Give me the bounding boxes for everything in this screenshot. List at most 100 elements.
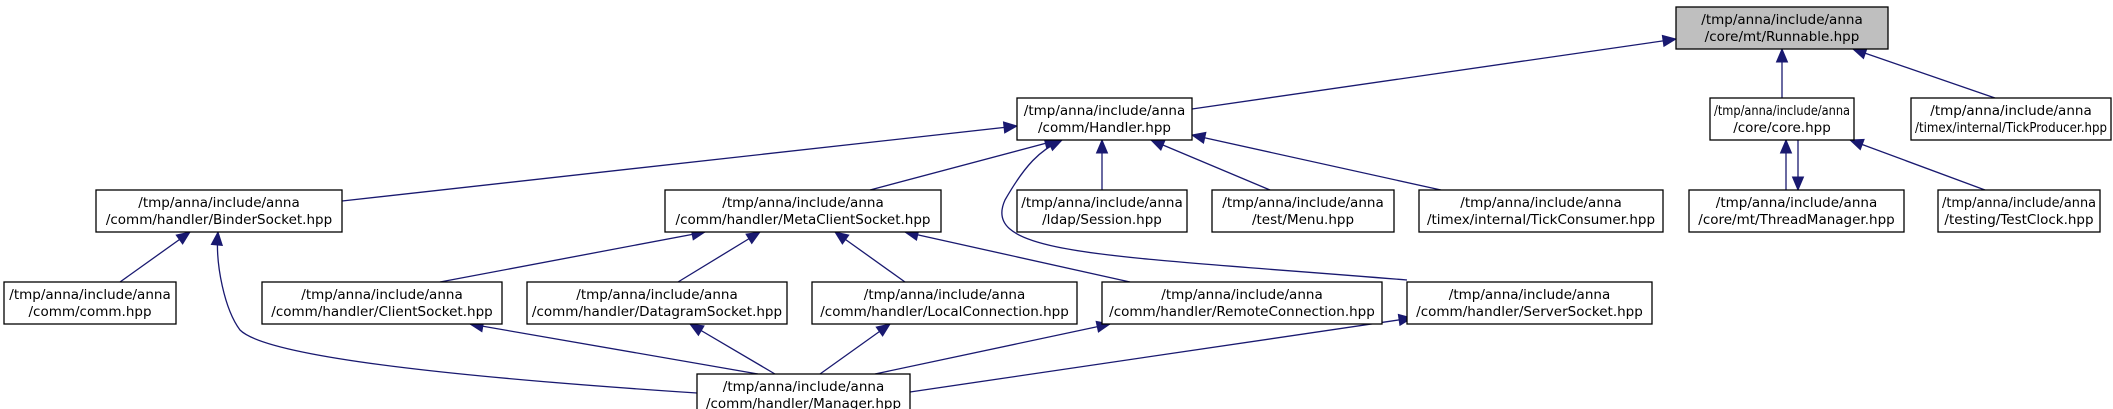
file-box[interactable]	[664, 189, 942, 233]
arrowhead-icon	[1661, 34, 1678, 48]
node-label-line1: /tmp/anna/include/anna	[1701, 12, 1862, 28]
file-box[interactable]	[261, 281, 503, 325]
node-label-line1: /tmp/anna/include/anna	[1942, 195, 2096, 211]
file-box[interactable]	[1910, 97, 2112, 141]
edge-core-to-threadmanager	[1791, 140, 1805, 192]
node-label-line1: /tmp/anna/include/anna	[864, 287, 1025, 303]
node-label-line1: /tmp/anna/include/anna	[576, 287, 737, 303]
node-label-line1: /tmp/anna/include/anna	[9, 287, 170, 303]
edge-line	[1849, 139, 1986, 191]
file-box[interactable]	[3, 281, 177, 325]
file-box[interactable]	[811, 281, 1078, 325]
edge-line	[1001, 139, 1408, 281]
node-label-line2: /comm/handler/ServerSocket.hpp	[1416, 304, 1643, 320]
node-label-line1: /tmp/anna/include/anna	[138, 195, 299, 211]
edge-tickproducer-to-runnable	[1851, 47, 1996, 99]
edge-manager-to-clientsocket	[468, 320, 759, 375]
node-label-line2: /timex/internal/TickConsumer.hpp	[1427, 212, 1655, 228]
arrowhead-icon	[1775, 47, 1789, 63]
node-localconnection[interactable]: /tmp/anna/include/anna/comm/handler/Loca…	[811, 281, 1078, 325]
arrowhead-icon	[1149, 139, 1166, 151]
edge-ldapsession-to-handler	[1095, 138, 1109, 190]
current-file-box[interactable]	[1675, 6, 1889, 50]
node-label-line2: /testing/TestClock.hpp	[1944, 212, 2093, 228]
node-label-line1: /tmp/anna/include/anna	[1222, 195, 1383, 211]
file-box[interactable]	[95, 189, 343, 233]
edge-manager-to-datagramsocket	[688, 323, 776, 375]
node-label-line2: /comm/handler/MetaClientSocket.hpp	[676, 212, 931, 228]
node-handler[interactable]: /tmp/anna/include/anna/comm/Handler.hpp	[1016, 97, 1193, 141]
file-box[interactable]	[1406, 281, 1653, 325]
edge-manager-to-remoteconnection	[874, 320, 1112, 375]
edge-line	[1191, 134, 1442, 191]
node-ldapsession[interactable]: /tmp/anna/include/anna/ldap/Session.hpp	[1016, 189, 1188, 233]
file-box[interactable]	[1016, 189, 1188, 233]
arrowhead-icon	[210, 230, 224, 247]
node-label-line1: /tmp/anna/include/anna	[1714, 103, 1850, 119]
file-box[interactable]	[1688, 189, 1905, 233]
edge-line	[869, 139, 1059, 191]
edge-tickconsumer-to-handler	[1190, 131, 1442, 191]
node-threadmanager[interactable]: /tmp/anna/include/anna/core/mt/ThreadMan…	[1688, 189, 1905, 233]
node-label-line2: /comm/handler/Manager.hpp	[706, 396, 901, 409]
file-box[interactable]	[1101, 281, 1383, 325]
node-label-line2: /comm/handler/ClientSocket.hpp	[271, 304, 492, 320]
file-box[interactable]	[696, 373, 911, 409]
node-label-line1: /tmp/anna/include/anna	[1161, 287, 1322, 303]
arrowhead-icon	[175, 231, 192, 245]
file-box[interactable]	[1709, 97, 1855, 141]
edge-line	[689, 323, 776, 375]
arrowhead-icon	[1848, 138, 1865, 151]
edge-line	[341, 125, 1018, 202]
node-manager[interactable]: /tmp/anna/include/anna/comm/handler/Mana…	[696, 373, 911, 409]
file-box[interactable]	[1418, 189, 1664, 233]
node-tickconsumer[interactable]: /tmp/anna/include/anna/timex/internal/Ti…	[1418, 189, 1664, 233]
node-tickproducer[interactable]: /tmp/anna/include/anna/timex/internal/Ti…	[1910, 97, 2112, 141]
node-label-line2: /timex/internal/TickProducer.hpp	[1915, 120, 2107, 136]
node-testmenu[interactable]: /tmp/anna/include/anna/test/Menu.hpp	[1211, 189, 1395, 233]
node-label-line1: /tmp/anna/include/anna	[723, 379, 884, 395]
node-metaclientsocket[interactable]: /tmp/anna/include/anna/comm/handler/Meta…	[664, 189, 942, 233]
node-label-line2: /test/Menu.hpp	[1252, 212, 1354, 228]
node-bindersocket[interactable]: /tmp/anna/include/anna/comm/handler/Bind…	[95, 189, 343, 233]
edge-core-to-runnable	[1775, 47, 1789, 98]
edge-bindersocket-to-handler	[341, 121, 1019, 202]
node-label-line2: /core/mt/ThreadManager.hpp	[1698, 212, 1894, 228]
node-label-line2: /core/core.hpp	[1733, 120, 1831, 136]
node-label-line2: /comm/handler/RemoteConnection.hpp	[1109, 304, 1375, 320]
edge-datagramsocket-to-metaclientsocket	[677, 231, 762, 283]
node-label-line2: /core/mt/Runnable.hpp	[1705, 29, 1860, 45]
edge-line	[904, 231, 1131, 283]
node-label-line1: /tmp/anna/include/anna	[722, 195, 883, 211]
arrowhead-icon	[1002, 121, 1019, 134]
edge-remoteconnection-to-metaclientsocket	[903, 228, 1131, 283]
node-remoteconnection[interactable]: /tmp/anna/include/anna/comm/handler/Remo…	[1101, 281, 1383, 325]
file-box[interactable]	[1016, 97, 1193, 141]
edge-commcomm-to-bindersocket	[119, 231, 192, 283]
node-core[interactable]: /tmp/anna/include/anna/core/core.hpp	[1709, 97, 1855, 141]
arrowhead-icon	[1779, 138, 1793, 154]
edge-manager-to-localconnection	[819, 323, 892, 375]
node-commcomm[interactable]: /tmp/anna/include/anna/comm/comm.hpp	[3, 281, 177, 325]
edge-line	[1191, 38, 1677, 110]
node-clientsocket[interactable]: /tmp/anna/include/anna/comm/handler/Clie…	[261, 281, 503, 325]
file-box[interactable]	[1937, 189, 2101, 233]
node-serversocket[interactable]: /tmp/anna/include/anna/comm/handler/Serv…	[1406, 281, 1653, 325]
file-box[interactable]	[1211, 189, 1395, 233]
edge-line	[834, 231, 906, 283]
arrowhead-icon	[745, 231, 762, 245]
arrowhead-icon	[1095, 138, 1109, 154]
edge-line	[1852, 48, 1996, 99]
edge-line	[874, 323, 1111, 375]
file-box[interactable]	[526, 281, 788, 325]
node-label-line1: /tmp/anna/include/anna	[1930, 103, 2091, 119]
edge-manager-to-serversocket	[909, 313, 1414, 393]
edge-line	[1150, 139, 1271, 191]
node-datagramsocket[interactable]: /tmp/anna/include/anna/comm/handler/Data…	[526, 281, 788, 325]
node-testclock[interactable]: /tmp/anna/include/anna/testing/TestClock…	[1937, 189, 2101, 233]
edge-handler-to-runnable	[1191, 34, 1678, 110]
edge-testclock-to-core	[1848, 138, 1986, 191]
edge-line	[216, 231, 698, 394]
node-label-line2: /comm/handler/BinderSocket.hpp	[106, 212, 332, 228]
node-runnable[interactable]: /tmp/anna/include/anna/core/mt/Runnable.…	[1675, 6, 1889, 50]
